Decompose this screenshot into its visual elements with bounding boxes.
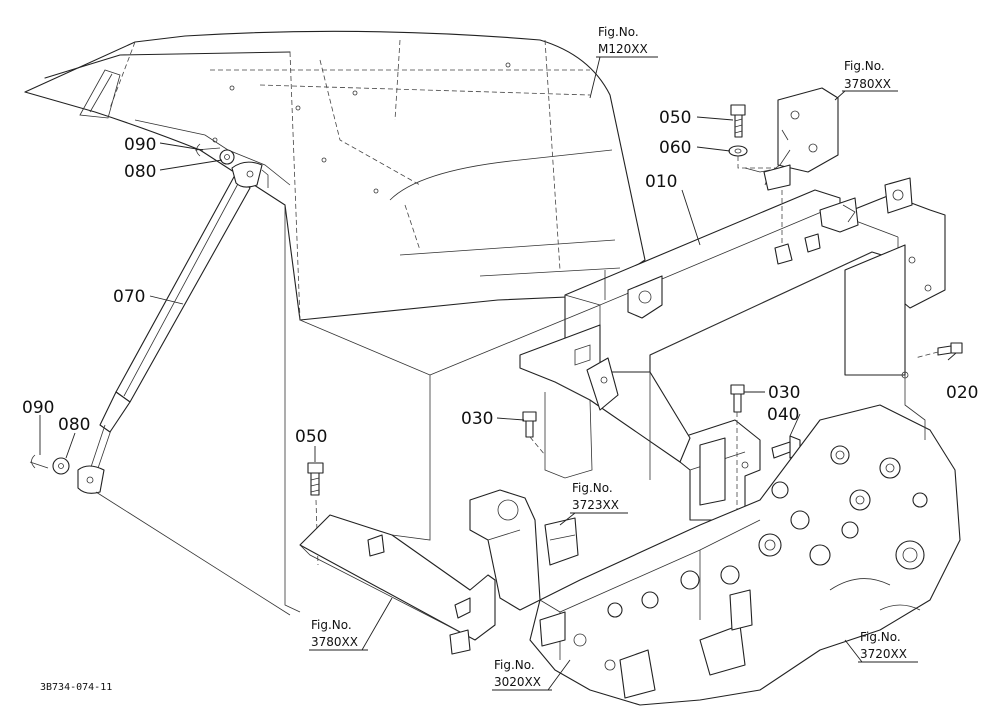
hood-outline [24, 30, 646, 321]
callout-050-left: 050 [295, 427, 327, 447]
callout-030-left: 030 [461, 409, 493, 429]
callout-070: 070 [113, 287, 145, 307]
figref-3723-line1: Fig.No. [572, 481, 613, 495]
callout-080-top: 080 [124, 162, 156, 182]
callout-030-right: 030 [768, 383, 800, 403]
drawing-code: 3B734-074-11 [40, 682, 112, 693]
bracket-nuts [774, 233, 821, 265]
callout-050-top: 050 [659, 108, 691, 128]
bolt-050-top [730, 104, 746, 138]
figref-3780-top-line1: Fig.No. [844, 59, 885, 73]
pin-and-washer-top [194, 143, 235, 165]
figref-3723-line2: 3723XX [572, 498, 619, 512]
lever-assembly-top [763, 87, 839, 191]
figref-m120-line2: M120XX [598, 42, 648, 56]
figref-3780-bottom-line1: Fig.No. [311, 618, 352, 632]
callout-080-bottom: 080 [58, 415, 90, 435]
bolt-050-left [307, 462, 324, 496]
callout-040: 040 [767, 405, 799, 425]
washer-060 [728, 145, 748, 157]
main-bracket [519, 177, 946, 521]
figref-3780-bottom-line2: 3780XX [311, 635, 358, 649]
bolt-020 [937, 342, 963, 356]
bolt-030-right [730, 384, 745, 413]
figref-3020-line2: 3020XX [494, 675, 541, 689]
callout-090-bottom: 090 [22, 398, 54, 418]
engine-head [529, 404, 961, 706]
callout-060: 060 [659, 138, 691, 158]
bolt-030-left [522, 411, 537, 438]
callout-020: 020 [946, 383, 978, 403]
callout-090-top: 090 [124, 135, 156, 155]
gas-strut [77, 161, 263, 494]
figref-3020-line1: Fig.No. [494, 658, 535, 672]
pin-and-washer-bottom [29, 454, 70, 475]
figref-m120-line1: Fig.No. [598, 25, 639, 39]
figref-3720-line2: 3720XX [860, 647, 907, 661]
mount-housing [469, 489, 579, 611]
figref-3720-line1: Fig.No. [860, 630, 901, 644]
callout-010: 010 [645, 172, 677, 192]
lower-plate [299, 514, 496, 655]
figref-3780-top-line2: 3780XX [844, 77, 891, 91]
